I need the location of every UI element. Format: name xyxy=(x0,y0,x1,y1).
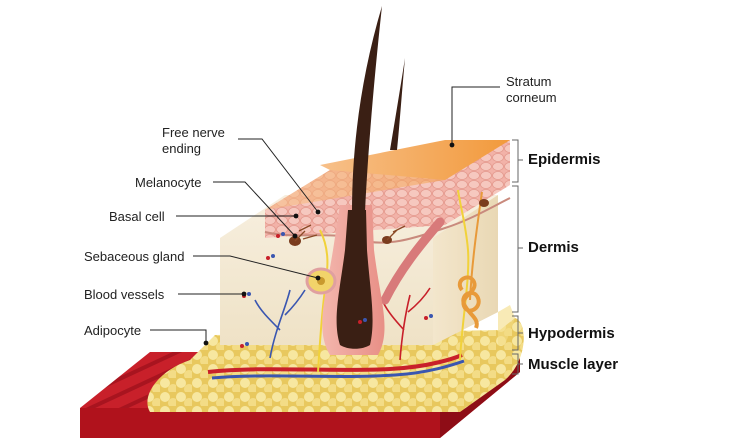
epidermis-block xyxy=(264,140,511,244)
sebaceous-gland xyxy=(305,267,337,295)
label-blood-vessels: Blood vessels xyxy=(84,287,165,302)
label-sebaceous-gland: Sebaceous gland xyxy=(84,249,185,264)
layer-label-epidermis: Epidermis xyxy=(528,151,601,168)
layer-label-dermis: Dermis xyxy=(528,239,579,256)
hypodermis-bracket xyxy=(512,315,523,351)
label-free-nerve-ending: Free nerve ending xyxy=(162,125,252,157)
label-stratum-corneum-line1: Stratum xyxy=(506,74,552,89)
leader-dots xyxy=(203,142,455,346)
hair-follicle xyxy=(322,205,385,355)
label-melanocyte: Melanocyte xyxy=(135,175,202,190)
basal-cells xyxy=(289,199,489,246)
melanocyte-leader xyxy=(213,181,296,237)
free-nerve-leader xyxy=(238,138,319,213)
epidermis-bracket xyxy=(512,139,523,183)
label-free-nerve-line2: ending xyxy=(162,141,202,156)
stratum-corneum-leader xyxy=(451,86,500,145)
arrector-pili-muscle xyxy=(380,217,445,305)
muscle-layer-bracket xyxy=(512,353,523,375)
dermis-bracket xyxy=(512,185,523,313)
label-stratum-corneum-line2: corneum xyxy=(506,90,557,105)
hair-shaft xyxy=(352,6,405,212)
label-adipocyte: Adipocyte xyxy=(84,323,142,338)
adipocyte-leader xyxy=(150,329,207,343)
layer-label-hypodermis: Hypodermis xyxy=(528,325,615,342)
layer-brackets xyxy=(512,139,523,375)
label-basal-cell: Basal cell xyxy=(109,209,165,224)
label-stratum-corneum: Stratum corneum xyxy=(506,74,596,106)
dermal-vessels xyxy=(254,287,431,361)
layer-label-muscle-layer: Muscle layer xyxy=(528,356,619,373)
sebaceous-gland-leader xyxy=(193,255,319,279)
leader-lines xyxy=(150,86,500,343)
label-free-nerve-line1: Free nerve xyxy=(162,125,225,140)
deep-blood-vessels xyxy=(207,353,465,380)
